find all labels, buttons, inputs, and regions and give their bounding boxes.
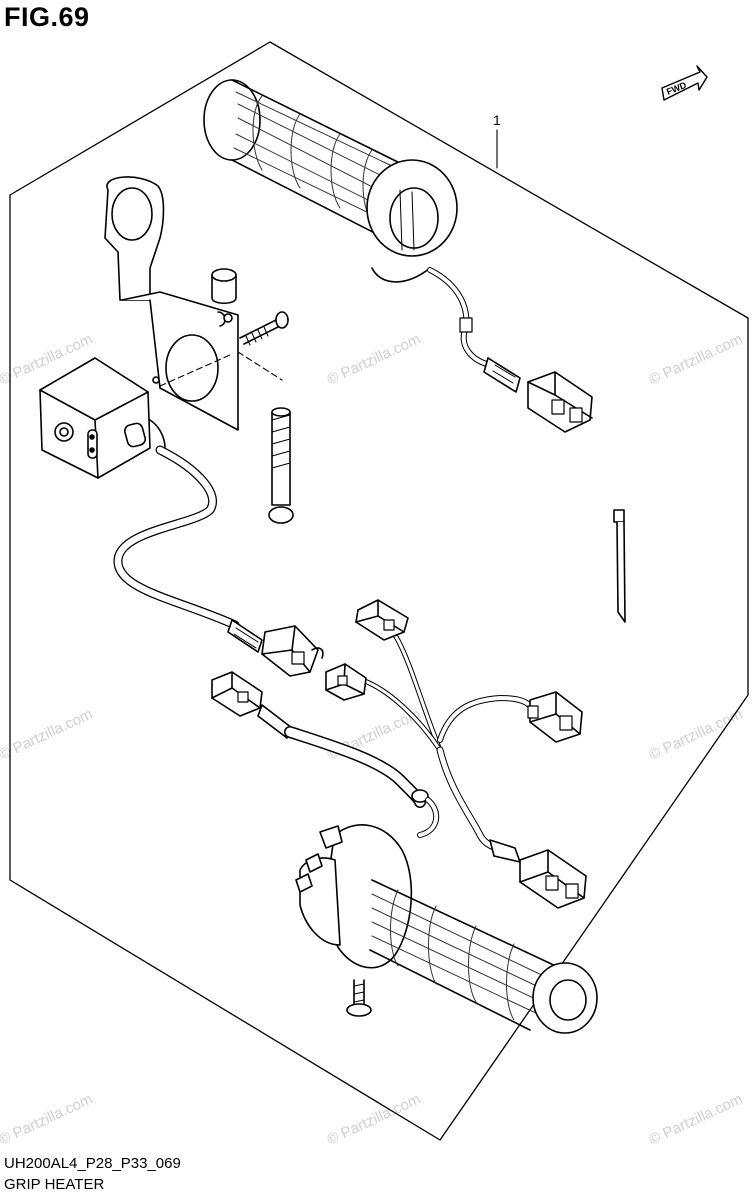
- mounting-screw: [346, 979, 372, 1017]
- branch-harness: [325, 599, 587, 909]
- watermark: © Partzilla.com: [647, 331, 746, 389]
- heater-switch: [39, 357, 166, 479]
- fwd-arrow-icon: FWD: [661, 65, 708, 101]
- long-bolt: [268, 407, 294, 524]
- switch-bracket: [104, 176, 283, 431]
- watermark: © Partzilla.com: [647, 706, 746, 764]
- diagram-name: GRIP HEATER: [4, 1176, 105, 1193]
- callout-number: 1: [493, 112, 501, 128]
- spacer-collar: [211, 268, 237, 305]
- small-screw: [239, 311, 289, 346]
- watermark: © Partzilla.com: [325, 331, 424, 389]
- watermark: © Partzilla.com: [0, 706, 95, 764]
- figure-title: FIG.69: [4, 2, 90, 32]
- watermark: © Partzilla.com: [325, 1091, 424, 1149]
- watermark: © Partzilla.com: [647, 1091, 746, 1149]
- lower-grip: [295, 824, 598, 1034]
- grip-lead: [211, 671, 440, 838]
- callout-1: 1: [493, 112, 501, 169]
- upper-grip: [203, 79, 593, 433]
- diagram-code: UH200AL4_P28_P33_069: [4, 1155, 181, 1172]
- cable-tie: [613, 509, 626, 623]
- watermark: © Partzilla.com: [0, 1091, 95, 1149]
- kit-box-outline: [9, 41, 749, 1141]
- switch-harness: [113, 445, 324, 677]
